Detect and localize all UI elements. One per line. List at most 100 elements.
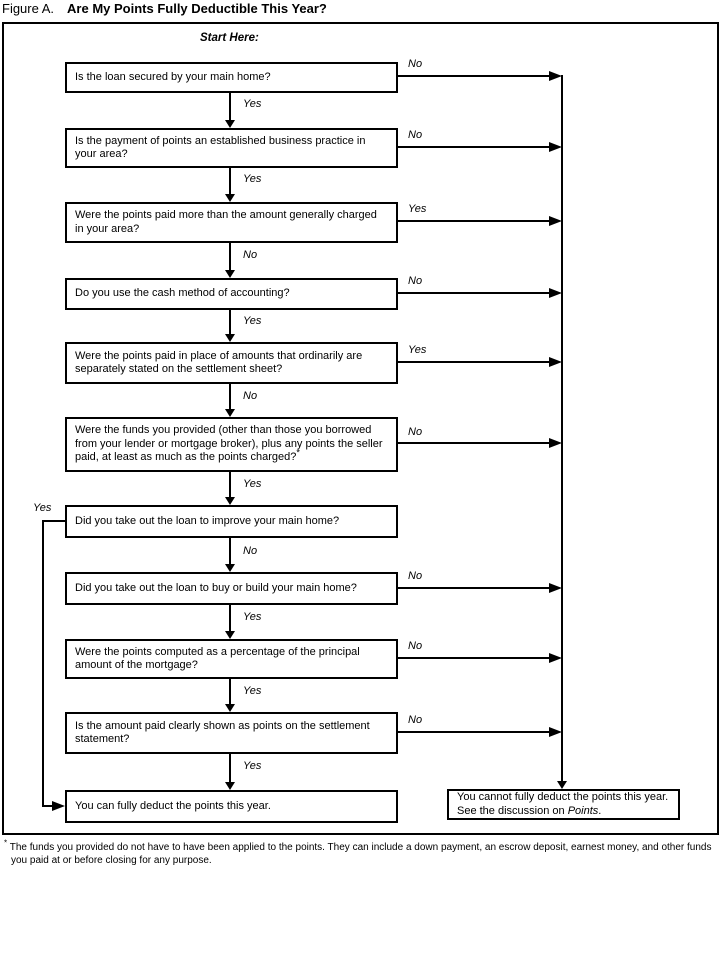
decision-box-q6: Were the funds you provided (other than …	[65, 417, 398, 472]
arrow-down-q5	[225, 409, 235, 417]
flow-line-q6-right	[398, 442, 549, 444]
flow-line-q10-right	[398, 731, 549, 733]
decision-box-q2-text: Is the payment of points an established …	[75, 134, 366, 161]
label-q5-right: Yes	[408, 344, 427, 356]
flow-line-q4-right	[398, 292, 549, 294]
arrow-down-q1	[225, 120, 235, 128]
flow-line-q5-right	[398, 361, 549, 363]
label-q9-down: Yes	[243, 685, 262, 697]
arrow-down-q10	[225, 782, 235, 790]
arrow-right-q2	[549, 142, 562, 152]
arrow-down-q4	[225, 334, 235, 342]
label-q2-right: No	[408, 129, 423, 141]
flow-line-q9-right	[398, 657, 549, 659]
arrow-right-q1	[549, 71, 562, 81]
label-q4-down: Yes	[243, 315, 262, 327]
flow-line-q5-down	[229, 384, 231, 409]
decision-box-q8-text: Did you take out the loan to buy or buil…	[75, 581, 357, 594]
label-q8-down: Yes	[243, 611, 262, 623]
flow-line-q8-down	[229, 605, 231, 631]
result-box-can-deduct: You can fully deduct the points this yea…	[65, 790, 398, 823]
arrow-down-q2	[225, 194, 235, 202]
footnote-marker: *	[4, 838, 8, 848]
decision-box-q10: Is the amount paid clearly shown as poin…	[65, 712, 398, 754]
flow-line-q9-down	[229, 679, 231, 704]
decision-box-q6-main: Were the funds you provided (other than …	[75, 424, 383, 464]
flow-line-left-collector	[42, 520, 44, 807]
decision-box-q4: Do you use the cash method of accounting…	[65, 278, 398, 310]
footnote: * The funds you provided do not have to …	[2, 838, 717, 867]
label-q10-down: Yes	[243, 760, 262, 772]
result-box-cannot-deduct-text: You cannot fully deduct the points this …	[457, 791, 670, 818]
decision-box-q1: Is the loan secured by your main home?	[65, 62, 398, 93]
label-q5-down: No	[243, 390, 258, 402]
arrow-right-q10	[549, 727, 562, 737]
flow-line-q2-right	[398, 146, 549, 148]
decision-box-q4-text: Do you use the cash method of accounting…	[75, 287, 290, 300]
flow-line-q1-right	[398, 75, 549, 77]
decision-box-q3-text: Were the points paid more than the amoun…	[75, 209, 377, 235]
start-here-label: Start Here:	[200, 32, 259, 44]
flow-line-q7-down	[229, 538, 231, 564]
flow-line-q10-down	[229, 754, 231, 782]
arrow-right-q3	[549, 216, 562, 226]
decision-box-q5-text: Were the points paid in place of amounts…	[75, 349, 363, 376]
arrow-down-q8	[225, 631, 235, 639]
arrow-down-q7	[225, 564, 235, 572]
flow-line-q3-right	[398, 220, 549, 222]
label-q1-right: No	[408, 58, 423, 70]
decision-box-q5: Were the points paid in place of amounts…	[65, 342, 398, 384]
decision-box-q1-text: Is the loan secured by your main home?	[75, 70, 271, 83]
decision-box-q7-text: Did you take out the loan to improve you…	[75, 514, 340, 527]
decision-box-q8: Did you take out the loan to buy or buil…	[65, 572, 398, 605]
decision-box-q7: Did you take out the loan to improve you…	[65, 505, 398, 538]
footnote-text: The funds you provided do not have to ha…	[9, 842, 712, 866]
label-q10-right: No	[408, 714, 423, 726]
label-q3-right: Yes	[408, 203, 427, 215]
arrow-right-q8	[549, 583, 562, 593]
arrow-right-q9	[549, 653, 562, 663]
label-q6-down: Yes	[243, 478, 262, 490]
label-q1-down: Yes	[243, 98, 262, 110]
decision-box-q10-text: Is the amount paid clearly shown as poin…	[75, 719, 370, 746]
flow-line-q2-down	[229, 168, 231, 194]
cannot-deduct-before: You cannot fully deduct the points this …	[457, 791, 669, 817]
decision-box-q6-text: Were the funds you provided (other than …	[75, 424, 388, 465]
arrow-right-can-deduct	[52, 801, 65, 811]
flow-line-q3-down	[229, 243, 231, 270]
cannot-deduct-after: .	[598, 804, 602, 817]
decision-box-q9-text: Were the points computed as a percentage…	[75, 645, 360, 672]
figure-title-text: Are My Points Fully Deductible This Year…	[67, 1, 327, 16]
figure-title: Figure A. Are My Points Fully Deductible …	[2, 1, 327, 16]
arrow-right-q5	[549, 357, 562, 367]
arrow-right-q4	[549, 288, 562, 298]
label-q7-down: No	[243, 545, 258, 557]
arrow-down-q6	[225, 497, 235, 505]
result-box-can-deduct-text: You can fully deduct the points this yea…	[75, 799, 271, 812]
flow-line-q6-down	[229, 472, 231, 497]
flow-line-collector	[561, 75, 563, 781]
arrow-right-q6	[549, 438, 562, 448]
decision-box-q3: Were the points paid more than the amoun…	[65, 202, 398, 243]
flow-line-q7-left	[42, 520, 65, 522]
label-q3-down: No	[243, 249, 258, 261]
flow-line-can-deduct-entry	[42, 805, 54, 807]
arrow-down-cannot-deduct	[557, 781, 567, 789]
arrow-down-q3	[225, 270, 235, 278]
label-q7-left: Yes	[33, 502, 52, 514]
flow-line-q8-right	[398, 587, 549, 589]
figure-label: Figure A.	[2, 1, 55, 16]
label-q2-down: Yes	[243, 173, 262, 185]
flow-line-q1-down	[229, 93, 231, 120]
label-q4-right: No	[408, 275, 423, 287]
cannot-deduct-term: Points	[567, 804, 599, 817]
decision-box-q2: Is the payment of points an established …	[65, 128, 398, 168]
decision-box-q9: Were the points computed as a percentage…	[65, 639, 398, 679]
label-q9-right: No	[408, 640, 423, 652]
label-q6-right: No	[408, 426, 423, 438]
result-box-cannot-deduct: You cannot fully deduct the points this …	[447, 789, 680, 820]
flow-line-q4-down	[229, 310, 231, 334]
label-q8-right: No	[408, 570, 423, 582]
footnote-ref-asterisk: *	[296, 447, 300, 458]
